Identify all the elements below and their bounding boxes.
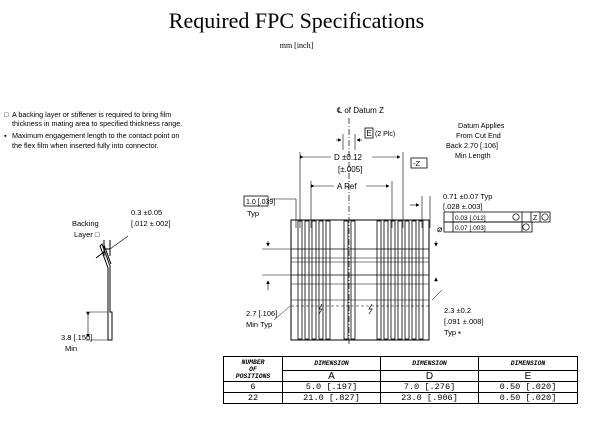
thickness-dimension: 0.3 ±0.05 [131, 208, 162, 217]
finger-width-inch: [.028 ±.003] [443, 202, 483, 211]
table-header-positions: NUMBER OF POSITIONS [223, 356, 283, 382]
table-header-a: A [282, 370, 381, 382]
cell-e: 0.50 [.020] [478, 392, 578, 404]
min-length-dimension: 3.8 [.150] [61, 333, 92, 342]
table-row: 6 5.0 [.197] 7.0 [.276] 0.50 [.020] [223, 381, 578, 393]
min-length-label: Min [65, 344, 77, 353]
contact-fingers [297, 220, 424, 340]
backing-label: Layer □ [74, 230, 100, 239]
datum-z-label: ℄ of Datum Z [337, 106, 384, 115]
tolerance-datum-z: Z [533, 215, 538, 222]
dimension-d: D ±0.12 [334, 153, 363, 162]
datum-applies-text: Datum Applies [458, 121, 505, 130]
pitch-typ-label: Typ [247, 209, 259, 218]
datum-z-box: -Z [413, 159, 420, 168]
cell-positions: 6 [223, 381, 283, 393]
table-header-e: E [478, 370, 578, 382]
engage-length-typ: Typ ▪ [444, 328, 461, 337]
pitch-dimension: 1.0 [.039] [246, 199, 275, 206]
cell-a: 5.0 [.197] [282, 381, 381, 393]
dimension-a-ref: A Ref [337, 182, 357, 191]
backing-label: Backing [72, 219, 99, 228]
position-tolerance-icon: ⌀ [437, 224, 443, 234]
datum-e-note: (2 Plc) [375, 131, 395, 138]
note-engagement-length: ▪ Maximum engagement length to the conta… [4, 131, 184, 149]
note-text: A backing layer or stiffener is required… [12, 110, 183, 129]
filled-bullet-icon: ▪ [4, 131, 7, 141]
cell-e: 0.50 [.020] [478, 381, 578, 393]
cut-length-label: Min Typ [246, 320, 272, 329]
thickness-dimension-inch: [.012 ±.002] [131, 219, 171, 228]
cell-d: 7.0 [.276] [380, 381, 479, 393]
finger-width-dimension: 0.71 ±0.07 Typ [443, 192, 492, 201]
datum-applies-text: Min Length [455, 151, 491, 160]
engage-length-inch: [.091 ±.008] [444, 317, 484, 326]
note-text: Maximum engagement length to the contact… [12, 131, 180, 150]
page-title: Required FPC Specifications [168, 8, 425, 33]
datum-applies-text: From Cut End [456, 131, 501, 140]
table-header-dimension: DIMENSION [380, 356, 479, 371]
table-header-dimension: DIMENSION [282, 356, 381, 371]
table-header-dimension: DIMENSION [478, 356, 578, 371]
tolerance-value-2: 0.07 [.003] [455, 225, 486, 232]
dimension-table: NUMBER OF POSITIONS DIMENSION DIMENSION … [223, 356, 578, 404]
side-view [86, 235, 129, 341]
engage-length-dimension: 2.3 ±0.2 [444, 306, 471, 315]
table-row: 22 21.0 [.827] 23.0 [.906] 0.50 [.020] [223, 392, 578, 404]
top-view [243, 118, 551, 344]
table-header-d: D [380, 370, 479, 382]
spec-notes: □ A backing layer or stiffener is requir… [4, 110, 184, 153]
units-subtitle: mm [inch] [279, 41, 314, 50]
cell-d: 23.0 [.906] [380, 392, 479, 404]
tolerance-value-1: 0.03 [.012] [455, 215, 486, 222]
square-bullet-icon: □ [4, 110, 9, 119]
datum-e-box: E [367, 129, 372, 138]
cut-length-dimension: 2.7 [.106] [246, 309, 277, 318]
cell-positions: 22 [223, 392, 283, 404]
dimension-d-inch: [±.005] [338, 165, 362, 174]
datum-applies-text: Back 2.70 [.106] [446, 141, 498, 150]
note-backing-layer: □ A backing layer or stiffener is requir… [4, 110, 184, 128]
cell-a: 21.0 [.827] [282, 392, 381, 404]
